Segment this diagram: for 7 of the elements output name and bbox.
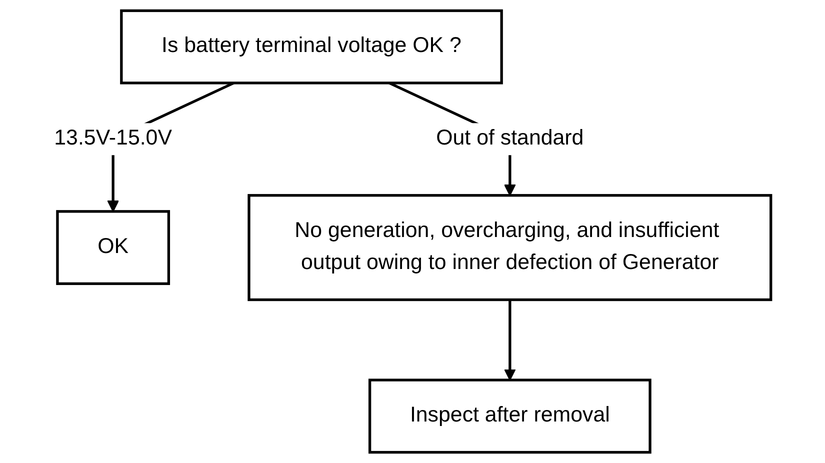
edge-label: Out of standard bbox=[436, 127, 584, 150]
edge-label: 13.5V-15.0V bbox=[54, 127, 172, 150]
node-box: Inspect after removal bbox=[368, 378, 652, 454]
arrow bbox=[504, 300, 516, 381]
node-box: Is battery terminal voltage OK ? bbox=[120, 9, 503, 84]
node-box: OK bbox=[56, 210, 170, 286]
node-box: No generation, overcharging, and insufficient output owing to inner defection of Generator bbox=[248, 194, 772, 302]
